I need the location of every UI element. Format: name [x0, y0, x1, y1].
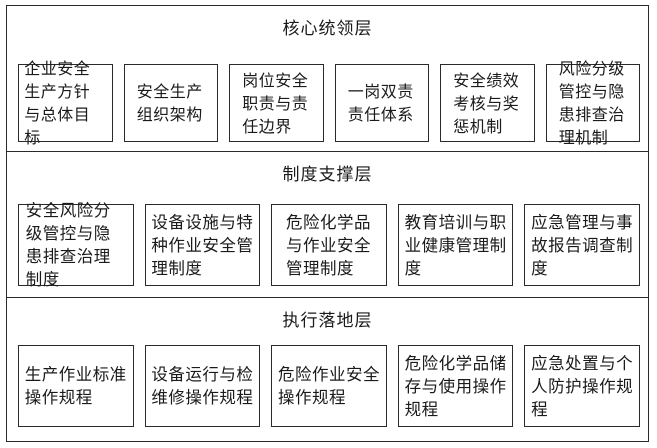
box-row: 生产作业标准操作规程 设备运行与检维修操作规程 危险作业安全操作规程 危险化学品… — [18, 345, 640, 427]
diagram-box: 生产作业标准操作规程 — [18, 345, 134, 427]
diagram-box: 设备设施与特种作业安全管理制度 — [144, 204, 261, 286]
box-label: 应急处置与个人防护操作规程 — [531, 353, 634, 419]
diagram-box: 教育培训与职业健康管理制度 — [397, 204, 514, 286]
diagram-box: 安全生产组织架构 — [123, 64, 218, 142]
execution-layer: 执行落地层 生产作业标准操作规程 设备运行与检维修操作规程 危险作业安全操作规程… — [7, 298, 648, 440]
layer-title: 执行落地层 — [282, 311, 373, 331]
layer-title: 核心统领层 — [282, 19, 373, 39]
box-label: 危险作业安全操作规程 — [277, 365, 380, 407]
box-label: 安全生产组织架构 — [136, 82, 203, 124]
layer-title: 制度支撑层 — [282, 165, 373, 185]
core-leadership-layer: 核心统领层 企业安全生产方针与总体目标 安全生产组织架构 岗位安全职责与责任边界… — [7, 6, 648, 152]
diagram-box: 一岗双责责任体系 — [334, 64, 429, 142]
box-label: 教育培训与职业健康管理制度 — [404, 212, 507, 278]
box-row: 安全风险分级管控与隐患排查治理制度 设备设施与特种作业安全管理制度 危险化学品与… — [18, 201, 640, 289]
box-label: 一岗双责责任体系 — [347, 82, 414, 124]
diagram-box: 企业安全生产方针与总体目标 — [18, 59, 113, 147]
box-row: 企业安全生产方针与总体目标 安全生产组织架构 岗位安全职责与责任边界 一岗双责责… — [18, 59, 640, 147]
box-label: 设备设施与特种作业安全管理制度 — [151, 212, 254, 278]
box-label: 岗位安全职责与责任边界 — [242, 70, 309, 136]
box-label: 危险化学品储存与使用操作规程 — [404, 353, 507, 419]
diagram-box: 危险化学品储存与使用操作规程 — [397, 345, 514, 427]
diagram-box: 风险分级管控与隐患排查治理机制 — [545, 59, 640, 147]
box-label: 安全绩效考核与奖惩机制 — [453, 70, 520, 136]
box-label: 设备运行与检维修操作规程 — [151, 365, 254, 407]
diagram-box: 应急处置与个人防护操作规程 — [524, 345, 640, 427]
box-label: 企业安全生产方针与总体目标 — [24, 59, 91, 147]
policy-support-layer: 制度支撑层 安全风险分级管控与隐患排查治理制度 设备设施与特种作业安全管理制度 … — [7, 152, 648, 298]
box-label: 风险分级管控与隐患排查治理机制 — [558, 59, 625, 147]
diagram-box: 安全绩效考核与奖惩机制 — [440, 64, 535, 142]
box-label: 安全风险分级管控与隐患排查治理制度 — [25, 201, 111, 289]
diagram-box: 危险作业安全操作规程 — [271, 345, 387, 427]
box-label: 生产作业标准操作规程 — [24, 365, 127, 407]
box-label: 危险化学品与作业安全管理制度 — [285, 212, 371, 278]
diagram-box: 应急管理与事故报告调查制度 — [524, 204, 640, 286]
diagram-box: 设备运行与检维修操作规程 — [144, 345, 261, 427]
box-label: 应急管理与事故报告调查制度 — [531, 212, 634, 278]
diagram-box: 安全风险分级管控与隐患排查治理制度 — [18, 201, 134, 289]
layered-structure-diagram: 核心统领层 企业安全生产方针与总体目标 安全生产组织架构 岗位安全职责与责任边界… — [6, 5, 649, 442]
diagram-box: 危险化学品与作业安全管理制度 — [271, 204, 387, 286]
diagram-box: 岗位安全职责与责任边界 — [229, 64, 324, 142]
